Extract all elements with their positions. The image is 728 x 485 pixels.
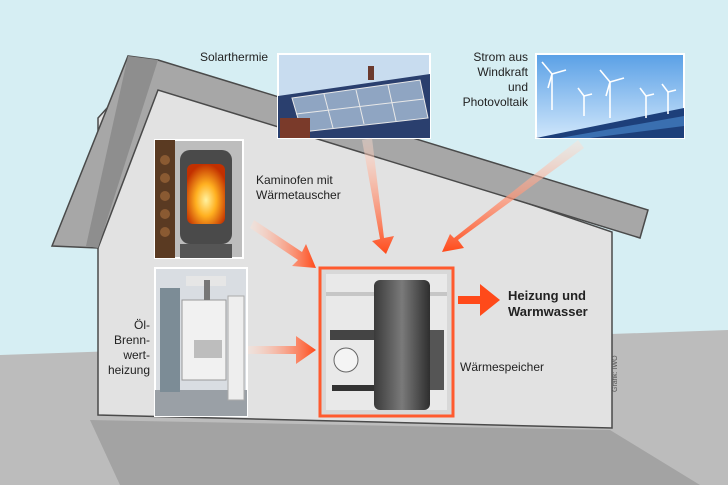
credit-text: Grafik: IWO (612, 355, 619, 392)
label-storage: Wärmespeicher (460, 360, 545, 374)
label-oil: Öl- Brenn- wert- heizung (107, 318, 150, 377)
arrow-oil (248, 336, 316, 364)
house-shadow (90, 420, 700, 485)
heat-storage-photo (318, 266, 455, 418)
arrow-solar (362, 138, 394, 254)
label-solar: Solarthermie (200, 50, 269, 64)
roof-edge (86, 56, 158, 248)
arrow-fireplace (250, 220, 316, 268)
label-output: Heizung und Warmwasser (508, 288, 588, 319)
oil-boiler-photo (154, 267, 248, 417)
solar-thermal-photo (277, 53, 431, 139)
fireplace-photo (154, 139, 244, 259)
arrow-output (458, 284, 500, 316)
label-wind: Strom aus Windkraft und Photovoltaik (462, 50, 528, 109)
arrow-wind (442, 140, 584, 252)
wind-pv-photo (535, 53, 685, 139)
label-fireplace: Kaminofen mit Wärmetauscher (256, 173, 341, 202)
